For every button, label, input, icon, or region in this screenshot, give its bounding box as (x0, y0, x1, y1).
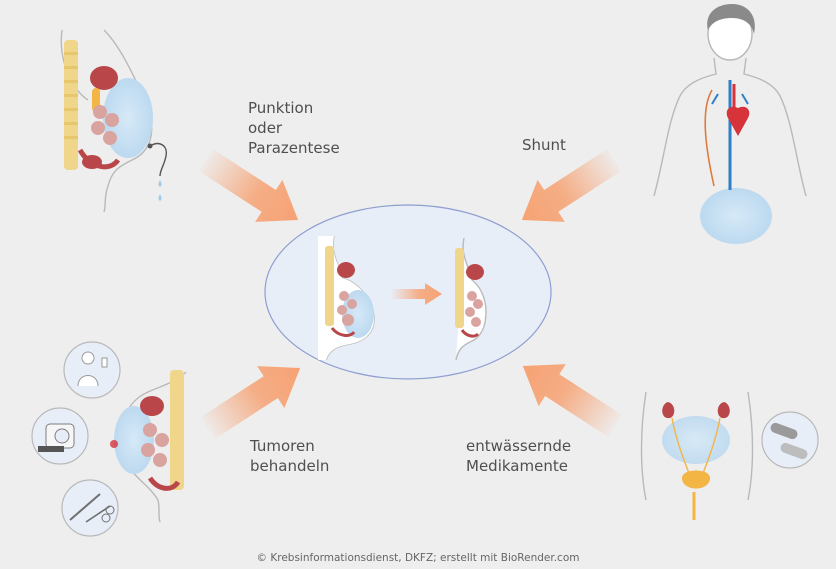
tumor-treatment-illustration (31, 341, 187, 537)
patient-icon (63, 341, 121, 399)
label-tumors: Tumoren behandeln (250, 437, 330, 475)
paracentesis-illustration (60, 29, 167, 213)
label-shunt: Shunt (522, 136, 566, 154)
scissors-icon (85, 505, 115, 523)
normal-abdomen-illustration (455, 237, 487, 361)
shunt-illustration (653, 4, 807, 244)
ct-scanner-icon (31, 407, 89, 465)
arrow-top-left (198, 149, 299, 222)
label-medication: entwässernde Medikamente (466, 437, 572, 475)
arrow-bottom-left (200, 366, 301, 439)
arrow-top-right (521, 149, 622, 222)
scalpel-icon (61, 479, 119, 537)
pill-capsule-icon (761, 411, 819, 469)
credit-line: © Krebsinformationsdienst, DKFZ; erstell… (256, 552, 580, 564)
center-transition-arrow (392, 283, 442, 305)
diuretic-medication-illustration (640, 391, 819, 520)
label-puncture: Punktion oder Parazentese (248, 99, 340, 157)
arrow-bottom-right (522, 364, 623, 437)
abdomen-with-ascites-illustration (318, 235, 375, 361)
